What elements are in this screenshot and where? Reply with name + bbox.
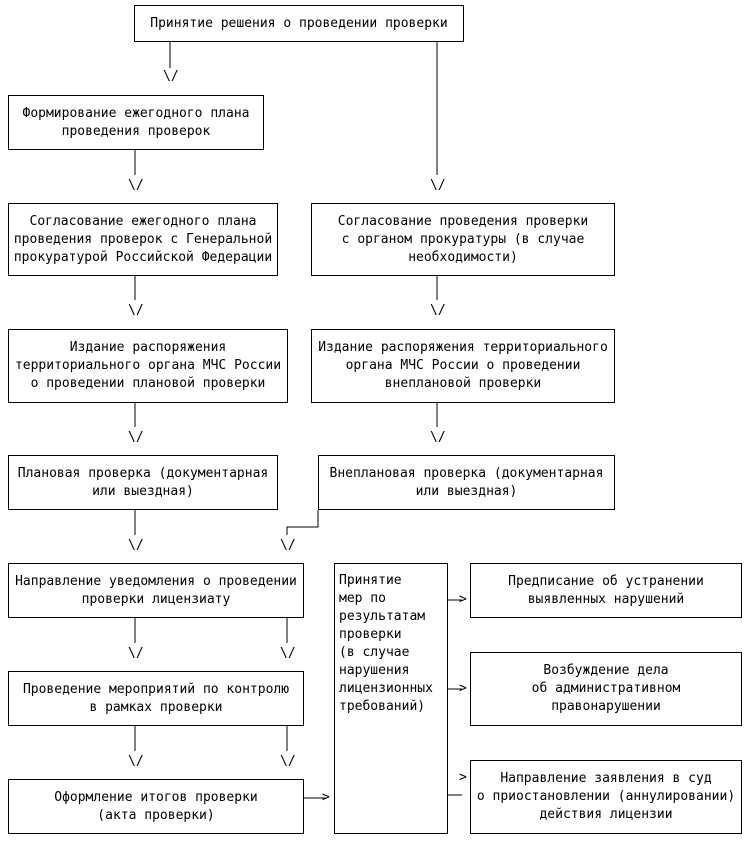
- down-arrow-icon: \/: [163, 69, 179, 84]
- plan-agreement-box: Согласование ежегодного плана проведения…: [8, 203, 278, 276]
- down-arrow-icon: \/: [430, 303, 446, 318]
- down-arrow-icon: \/: [128, 754, 144, 769]
- down-arrow-icon: \/: [430, 430, 446, 445]
- results-label: Оформление итогов проверки (акта проверк…: [54, 789, 258, 823]
- order-fix-box: Предписание об устранении выявленных нар…: [470, 563, 742, 618]
- down-arrow-icon: \/: [280, 754, 296, 769]
- plan-agreement-label: Согласование ежегодного плана проведения…: [13, 213, 273, 265]
- right-arrow-icon: >: [459, 681, 467, 696]
- right-arrow-icon: >: [459, 592, 467, 607]
- planned-order-label: Издание распоряжения территориального ор…: [14, 340, 282, 391]
- planned-check-box: Плановая проверка (документарная или вые…: [8, 455, 278, 510]
- notification-label: Направление уведомления о проведении про…: [15, 573, 297, 607]
- down-arrow-icon: \/: [430, 178, 446, 193]
- decision-box: Принятие решения о проведении проверки: [134, 5, 464, 42]
- unplanned-order-box: Издание распоряжения территориального ор…: [311, 329, 615, 403]
- unplanned-order-label: Издание распоряжения территориального ор…: [318, 340, 608, 391]
- planned-order-box: Издание распоряжения территориального ор…: [8, 329, 288, 403]
- down-arrow-icon: \/: [128, 538, 144, 553]
- annual-plan-box: Формирование ежегодного плана проведения…: [8, 95, 264, 150]
- down-arrow-icon: \/: [128, 646, 144, 661]
- down-arrow-icon: \/: [280, 646, 296, 661]
- results-box: Оформление итогов проверки (акта проверк…: [8, 779, 304, 834]
- notification-box: Направление уведомления о проведении про…: [8, 563, 304, 618]
- right-arrow-icon: >: [459, 770, 467, 785]
- down-arrow-icon: \/: [128, 430, 144, 445]
- prosecutor-agreement-box: Согласование проведения проверки с орган…: [311, 203, 615, 276]
- right-arrow-icon: >: [322, 790, 330, 805]
- control-measures-box: Проведение мероприятий по контролю в рам…: [8, 671, 304, 726]
- measures-label: Принятие мер по результатам проверки (в …: [339, 573, 433, 714]
- measures-box: Принятие мер по результатам проверки (в …: [334, 563, 448, 834]
- down-arrow-icon: \/: [128, 178, 144, 193]
- control-measures-label: Проведение мероприятий по контролю в рам…: [22, 681, 290, 715]
- down-arrow-icon: \/: [280, 538, 296, 553]
- down-arrow-icon: \/: [128, 303, 144, 318]
- admin-case-box: Возбуждение дела об административном пра…: [470, 652, 742, 726]
- planned-check-label: Плановая проверка (документарная или вые…: [17, 465, 269, 499]
- decision-label: Принятие решения о проведении проверки: [150, 15, 448, 31]
- prosecutor-agreement-label: Согласование проведения проверки с орган…: [337, 213, 589, 265]
- order-fix-label: Предписание об устранении выявленных нар…: [508, 573, 704, 607]
- court-box: Направление заявления в суд о приостанов…: [470, 760, 742, 834]
- unplanned-check-label: Внеплановая проверка (документарная или …: [329, 465, 604, 499]
- unplanned-check-box: Внеплановая проверка (документарная или …: [318, 455, 615, 510]
- annual-plan-label: Формирование ежегодного плана проведения…: [22, 105, 250, 139]
- admin-case-label: Возбуждение дела об административном пра…: [531, 663, 681, 714]
- court-label: Направление заявления в суд о приостанов…: [476, 771, 736, 822]
